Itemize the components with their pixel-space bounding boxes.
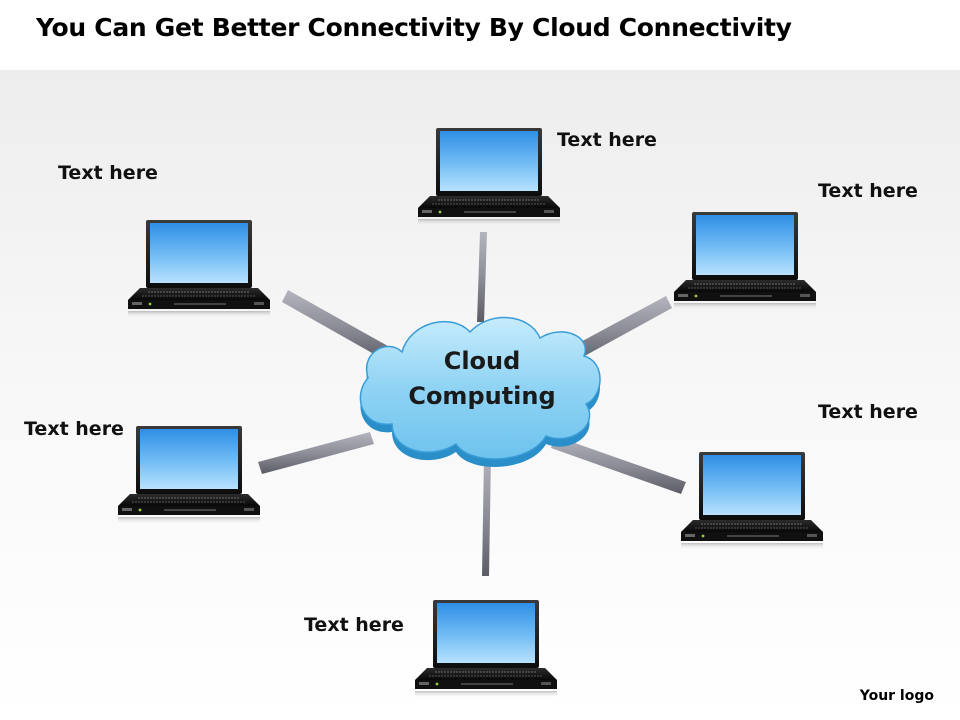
laptop-icon: [673, 211, 817, 311]
logo-text: Your logo: [859, 688, 934, 704]
connector-bottom: [482, 455, 491, 576]
connector-top-right: [562, 296, 672, 364]
node-label-top: Text here: [557, 129, 657, 151]
connector-right: [551, 436, 686, 494]
node-label-right: Text here: [818, 401, 918, 423]
laptop-icon: [680, 451, 824, 551]
cloud-label-line2: Computing: [408, 382, 555, 410]
connector-left: [258, 432, 374, 474]
node-label-top-right: Text here: [818, 180, 918, 202]
cloud-label-line1: Cloud: [444, 347, 521, 375]
connector-top-left: [282, 290, 395, 362]
page-title: You Can Get Better Connectivity By Cloud…: [36, 13, 792, 42]
laptop-icon: [417, 127, 561, 227]
node-label-top-left: Text here: [58, 162, 158, 184]
laptop-icon: [414, 599, 558, 699]
laptop-icon: [117, 425, 261, 525]
connectors: [258, 232, 686, 576]
node-label-bottom: Text here: [304, 614, 404, 636]
cloud-icon: [359, 316, 601, 467]
node-label-left: Text here: [24, 418, 124, 440]
connector-top: [477, 232, 487, 322]
laptop-icon: [127, 219, 271, 319]
